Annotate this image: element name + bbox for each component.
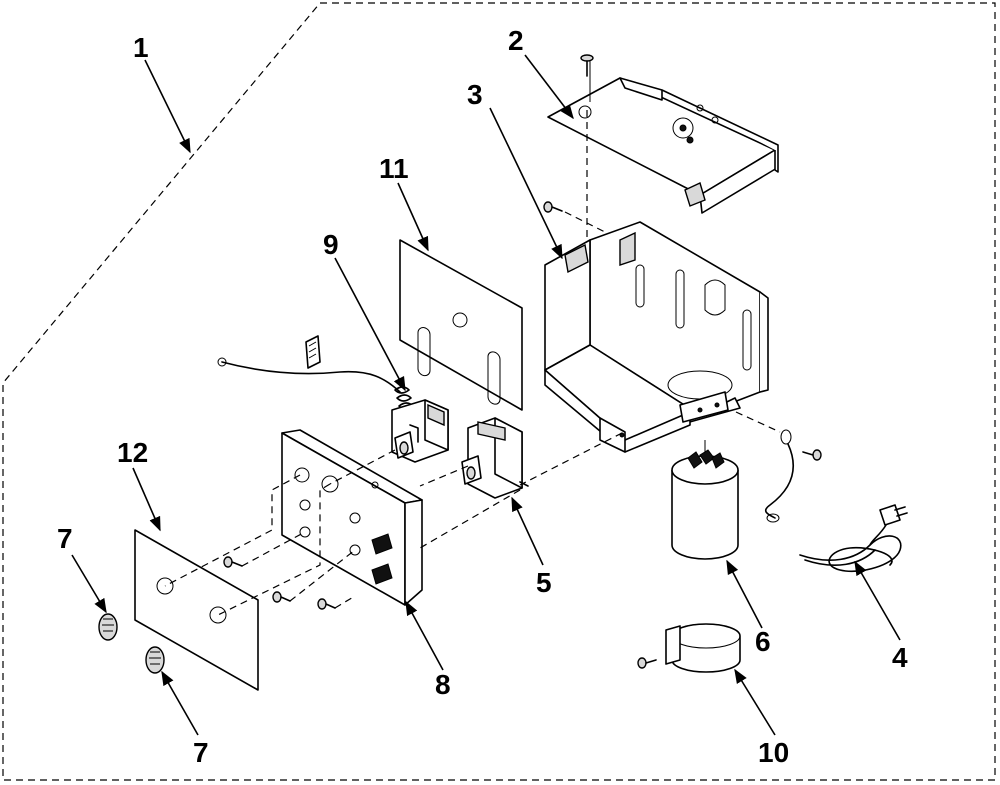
callout-7a: 7 [57,523,73,554]
callout-4: 4 [892,642,908,673]
callout-12: 12 [117,437,148,468]
control-panel-part [281,429,423,606]
top-cover-part [547,60,779,214]
selector-switch-part [461,417,529,499]
callout-8: 8 [435,669,451,700]
power-cord-part [799,504,908,573]
capacitor-strap-part [665,623,741,673]
cover-screw [580,54,594,77]
mounting-clip [305,335,321,369]
assembly-guides [164,411,781,616]
callout-6: 6 [755,626,771,657]
box-side-screw [543,201,606,233]
callout-7b: 7 [193,737,209,768]
panel-screws [223,556,336,610]
callout-10: 10 [758,737,789,768]
callout-9: 9 [323,229,339,260]
ground-wire [765,429,822,523]
strap-screw [637,657,657,669]
knob-upper-part [98,613,118,641]
knob-lower-part [145,646,165,674]
callout-1: 1 [133,32,149,63]
callout-2: 2 [508,25,524,56]
insulator-plate-part [399,239,523,411]
callout-3: 3 [467,79,483,110]
thermostat-part [217,357,449,463]
face-plate-part [134,529,259,691]
callout-5: 5 [536,567,552,598]
control-box-part [544,221,769,453]
callout-leaders [71,54,901,736]
callout-labels: 1 2 3 4 5 6 7 7 8 9 10 11 12 [57,25,908,768]
capacitor-part [671,440,739,560]
callout-11: 11 [379,153,409,184]
